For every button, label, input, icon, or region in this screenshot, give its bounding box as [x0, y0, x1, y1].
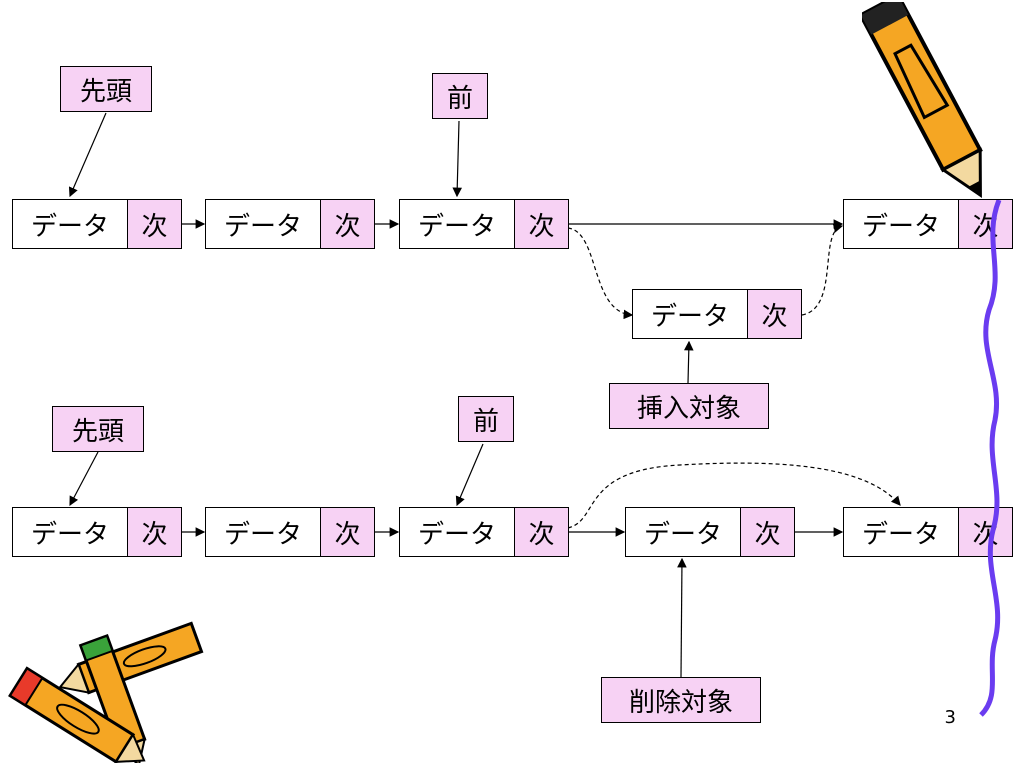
- page-number: 3: [944, 707, 956, 728]
- node-data-cell: データ: [844, 508, 959, 556]
- list-node: データ 次: [399, 199, 569, 249]
- delete-target-label: 削除対象: [601, 677, 761, 723]
- pencils-icon: [8, 621, 204, 763]
- node-data-cell: データ: [13, 508, 128, 556]
- node-next-cell: 次: [321, 200, 374, 248]
- insert-pointer-arrow: [683, 340, 694, 384]
- node-data-cell: データ: [206, 508, 321, 556]
- node-data-cell: データ: [400, 200, 515, 248]
- node-next-cell: 次: [748, 290, 801, 338]
- new-link-dashed-arrow: [801, 223, 844, 316]
- list-node: データ 次: [843, 199, 1013, 249]
- wavy-line: [979, 200, 1002, 717]
- node-next-cell: 次: [515, 200, 568, 248]
- node-data-cell: データ: [844, 200, 959, 248]
- node-data-cell: データ: [633, 290, 748, 338]
- pencil-icon: [862, 2, 983, 199]
- node-next-cell: 次: [515, 508, 568, 556]
- list-node: データ 次: [205, 507, 375, 557]
- list-node: データ 次: [205, 199, 375, 249]
- prev-pointer-arrow: [452, 120, 463, 198]
- insert-target-label: 挿入対象: [609, 383, 769, 429]
- list-node: データ 次: [12, 507, 182, 557]
- node-data-cell: データ: [13, 200, 128, 248]
- head-label: 先頭: [52, 406, 144, 452]
- new-link-dashed-arrow: [567, 227, 634, 320]
- prev-pointer-arrow: [455, 443, 484, 507]
- prev-label: 前: [432, 73, 488, 119]
- node-next-cell: 次: [741, 508, 794, 556]
- head-pointer-arrow: [69, 451, 99, 507]
- prev-label: 前: [458, 396, 514, 442]
- inserted-node: データ 次: [632, 289, 802, 339]
- delete-pointer-arrow: [677, 557, 687, 678]
- node-data-cell: データ: [626, 508, 741, 556]
- node-next-cell: 次: [321, 508, 374, 556]
- deleted-node: データ 次: [625, 507, 795, 557]
- head-pointer-arrow: [68, 112, 107, 198]
- list-node: データ 次: [399, 507, 569, 557]
- node-data-cell: データ: [400, 508, 515, 556]
- list-node: データ 次: [12, 199, 182, 249]
- bypass-link-dashed-arrow: [567, 462, 901, 529]
- node-next-cell: 次: [128, 508, 181, 556]
- node-data-cell: データ: [206, 200, 321, 248]
- node-next-cell: 次: [128, 200, 181, 248]
- head-label: 先頭: [60, 66, 152, 112]
